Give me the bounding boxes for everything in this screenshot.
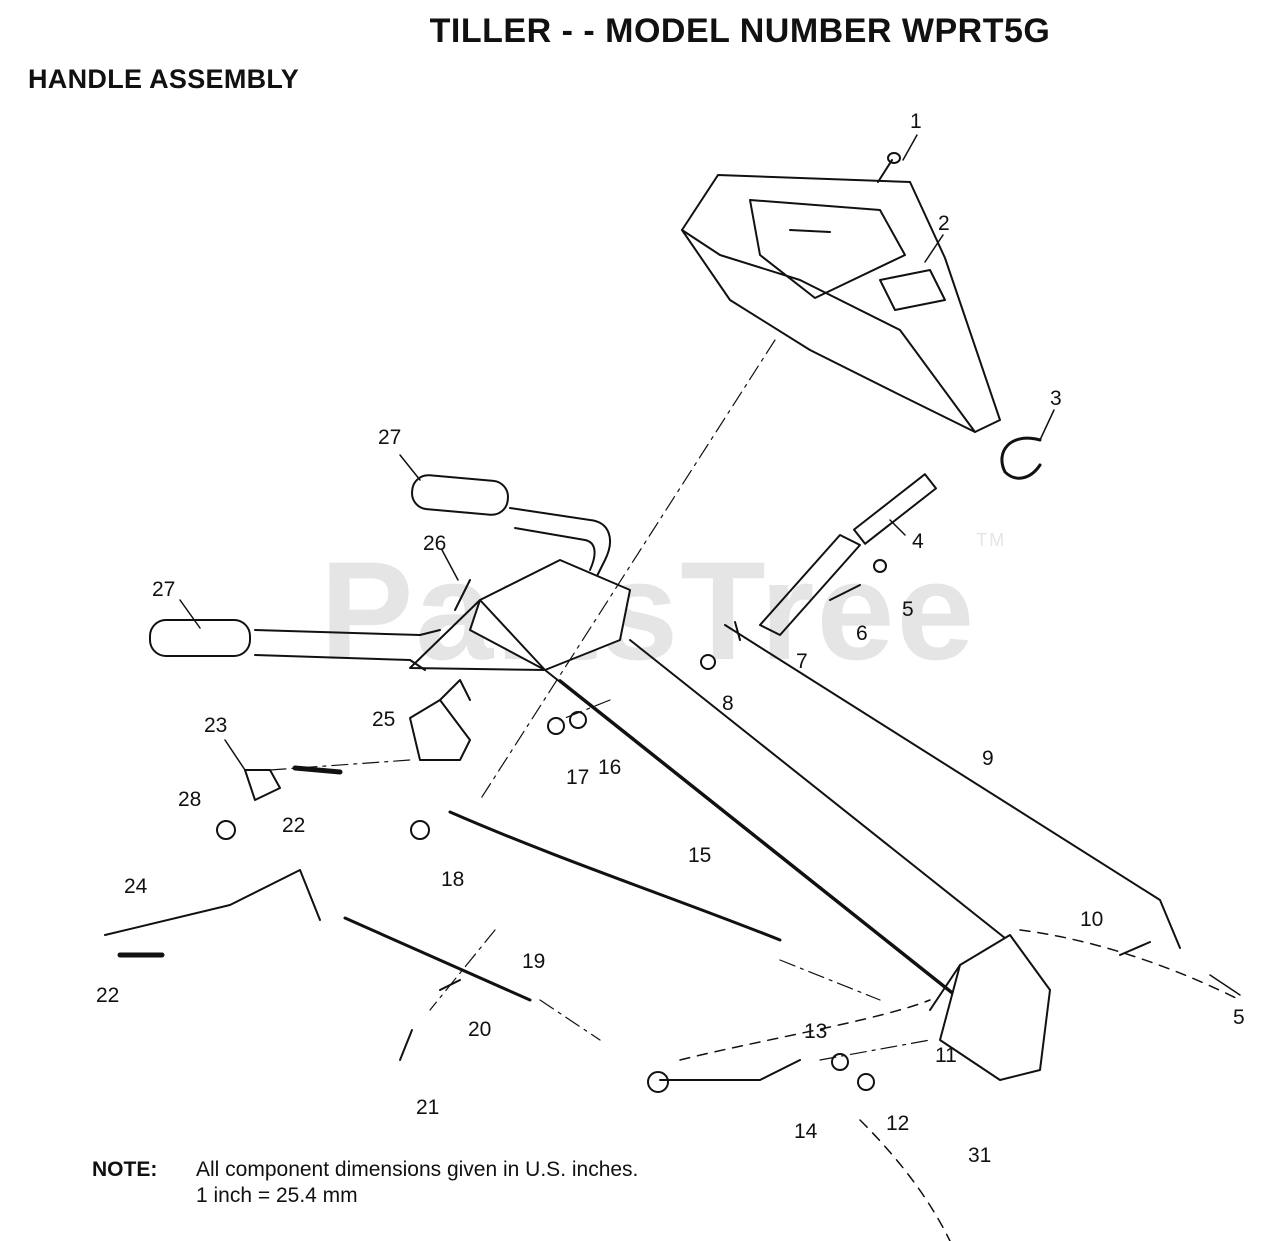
callout-labels: 1 2 3 4 5 5 6 7 8 9 10 11 12 13 14 15 16… [96,110,1245,1167]
part-bolt-10 [1119,941,1151,956]
callout-6: 6 [856,622,868,645]
callout-15: 15 [688,844,711,867]
callout-2: 2 [938,212,950,235]
part-bolt-6 [829,584,861,601]
callout-22b: 22 [96,984,119,1007]
section-title: HANDLE ASSEMBLY [28,64,300,94]
part-retaining-ring [1000,436,1042,480]
part-nut-12 [857,1073,875,1091]
watermark-text: PartsTree [320,532,977,689]
callout-5b: 5 [1233,1006,1245,1029]
callout-8: 8 [722,692,734,715]
callout-10: 10 [1080,908,1103,931]
part-bolt-21 [399,1029,413,1061]
callout-23: 23 [204,714,227,737]
part-nut-28 [216,820,236,840]
part-nut-18 [410,820,430,840]
part-control-lever [409,699,471,761]
leader-line [779,959,881,1001]
part-handle-panel [681,174,1001,433]
callout-7: 7 [796,650,808,673]
callout-19: 19 [522,950,545,973]
callout-1: 1 [910,110,922,133]
dimension-note: NOTE: All component dimensions given in U… [92,1158,638,1208]
callout-9: 9 [982,747,994,770]
part-main-tube [544,639,1021,1031]
callout-16: 16 [598,756,621,779]
callout-25: 25 [372,708,395,731]
part-handle-block-front [409,599,546,671]
part-bracket [759,534,861,636]
part-lever-14 [659,1059,801,1081]
part-washer-16 [569,711,587,729]
part-cable-19 [343,916,532,1002]
callout-31: 31 [968,1144,991,1167]
callout-5a: 5 [902,598,914,621]
callout-3: 3 [1050,387,1062,410]
callout-12: 12 [886,1112,909,1135]
leader-line [559,699,611,721]
part-screw-1 [877,152,901,183]
part-nut-17 [547,717,565,735]
leader-line [269,759,411,771]
part-spring-upper [292,765,343,775]
callout-13: 13 [804,1020,827,1043]
callout-21: 21 [416,1096,439,1119]
note-label: NOTE: [92,1158,158,1181]
part-grip-upper [411,474,611,591]
part-shift-rod [724,624,1181,949]
part-clip-23 [244,769,281,801]
callout-28: 28 [178,788,201,811]
part-pin-5 [873,559,887,573]
part-knob-14 [647,1071,669,1093]
note-line-2: 1 inch = 25.4 mm [196,1184,358,1207]
leader-line [429,929,496,1011]
part-screw-26 [454,579,471,611]
callout-18: 18 [441,868,464,891]
trademark-mark: TM [976,530,1007,550]
part-clip [852,473,938,545]
callout-20: 20 [468,1018,491,1041]
callout-17: 17 [566,766,589,789]
leader-line [539,999,601,1041]
callout-14: 14 [794,1120,818,1143]
part-washer-13 [831,1053,849,1071]
callout-27a: 27 [378,426,401,449]
callout-4: 4 [912,530,924,553]
part-throttle-cable [448,810,782,942]
callout-22a: 22 [282,814,305,837]
part-washer-8 [700,654,716,670]
callout-26: 26 [423,532,446,555]
leader-line [819,1039,931,1061]
part-handle-block [469,559,631,671]
callout-24: 24 [124,875,148,898]
page-title: TILLER - - MODEL NUMBER WPRT5G [429,12,1051,50]
watermark: PartsTreeTM [320,530,1006,692]
part-lever-24 [104,869,321,936]
note-line-1: All component dimensions given in U.S. i… [196,1158,639,1181]
tiller-body-outline [679,999,931,1061]
part-grip-lower [149,619,441,671]
part-rear-bracket [939,934,1051,1081]
callout-27b: 27 [152,578,175,601]
callout-11: 11 [935,1044,957,1067]
leader-line [479,339,776,801]
